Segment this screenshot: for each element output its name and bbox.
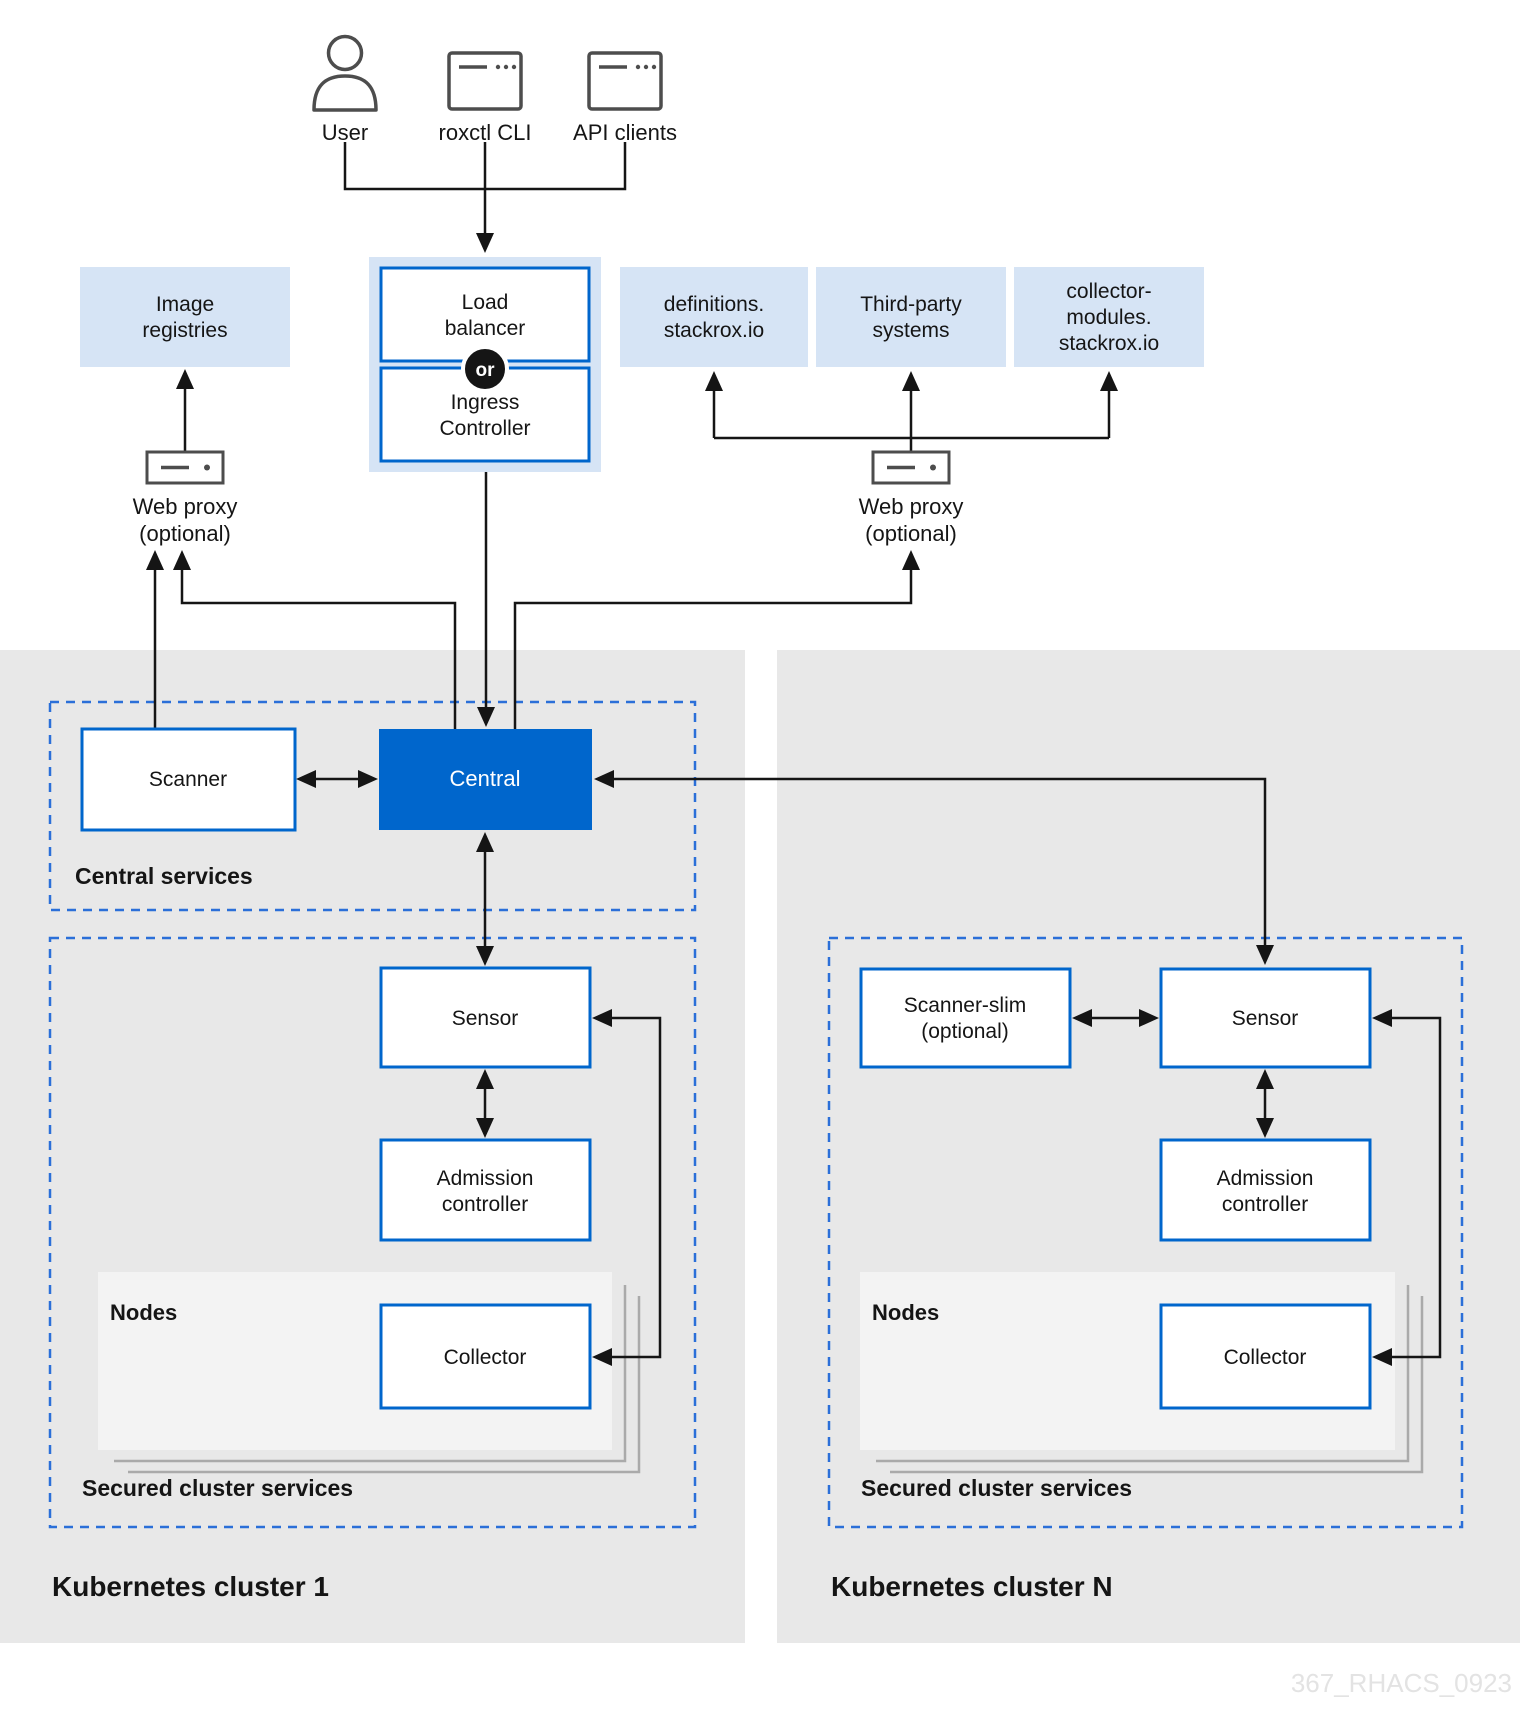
clusterN-title: Kubernetes cluster N [831,1571,1113,1602]
central-services-section-label: Central services [75,863,253,889]
web-proxy-right-optional: (optional) [865,521,957,546]
arrow-collector1-sensor1-loop [592,1009,662,1366]
figure-watermark: 367_RHACS_0923 [1291,1668,1512,1698]
clusterN-collector-box [1159,1303,1372,1410]
web-proxy-left-label: Web proxy [133,494,238,519]
third-party-systems-label-l1: Third-party [860,293,962,316]
roxctl-cli-icon [447,51,523,111]
web-proxy-right-connector [714,436,1109,452]
central-label: Central [450,766,521,791]
load-balancer-label-l1: Load [462,291,509,314]
clusterN-nodes-stack-line-2 [890,1296,1424,1474]
clusterN-sensor-label: Sensor [1232,1007,1299,1030]
image-registries-label-l1: Image [156,293,214,316]
third-party-systems-label-l2: systems [872,319,949,342]
arrow-collectorN-sensorN-loop [1372,1009,1442,1366]
definitions-stackrox-label-l1: definitions. [664,293,764,316]
image-registries-box [80,267,290,367]
web-proxy-left-icon [145,450,225,485]
or-badge-label: or [476,360,496,381]
clusterN-scanner-slim-box [859,967,1072,1069]
cluster1-secured-services-label: Secured cluster services [82,1475,353,1501]
cluster1-nodes-stack-line-1 [114,1285,627,1463]
arrow-central-to-web-proxy-left [173,550,457,729]
clusterN-secured-services-border [827,936,1464,1529]
clusterN-nodes-stack-line-1 [876,1285,1410,1463]
collector-modules-label-l1: collector- [1066,280,1151,303]
third-party-systems-box [816,267,1006,367]
cluster1-title: Kubernetes cluster 1 [52,1571,329,1602]
cluster1-admission-label-l1: Admission [437,1167,534,1190]
image-registries-label-l2: registries [142,319,227,342]
definitions-stackrox-box [620,267,808,367]
central-services-border [48,700,697,912]
clusterN-collector-label: Collector [1224,1346,1307,1369]
cluster1-nodes-stack-line-2 [128,1296,641,1474]
ingress-controller-label-l2: Controller [439,417,530,440]
ingress-controller-label-l1: Ingress [451,391,520,414]
web-proxy-right-label: Web proxy [859,494,964,519]
or-badge [461,345,509,393]
cluster1-sensor-box [379,966,592,1069]
cluster1-sensor-label: Sensor [452,1007,519,1030]
user-label: User [322,120,368,145]
web-proxy-left-optional: (optional) [139,521,231,546]
cluster1-collector-label: Collector [444,1346,527,1369]
clusterN-admission-label-l1: Admission [1217,1167,1314,1190]
roxctl-cli-label: roxctl CLI [439,120,532,145]
clusterN-sensor-box [1159,967,1372,1069]
arrow-central-sensorN [594,770,1274,965]
central-box [379,729,592,830]
api-clients-label: API clients [573,120,677,145]
clusterN-admission-controller-box [1159,1138,1372,1242]
collector-modules-label-l2: modules. [1066,306,1151,329]
cluster1-admission-label-l2: controller [442,1193,528,1216]
api-clients-icon [587,51,663,111]
clusterN-nodes-label: Nodes [872,1300,939,1325]
definitions-stackrox-label-l2: stackrox.io [664,319,764,342]
collector-modules-label-l3: stackrox.io [1059,332,1159,355]
scanner-label: Scanner [149,768,227,791]
collector-modules-box [1014,267,1204,367]
load-balancer-label-l2: balancer [445,317,526,340]
web-proxy-right-icon [871,450,951,485]
clusterN-scanner-slim-label-l1: Scanner-slim [904,994,1027,1017]
cluster1-nodes-label: Nodes [110,1300,177,1325]
cluster1-collector-box [379,1303,592,1410]
user-icon [312,34,378,112]
scanner-box [80,727,297,832]
cluster1-secured-services-border [48,936,697,1529]
arrow-central-to-web-proxy-right [513,550,920,729]
clusterN-scanner-slim-label-l2: (optional) [921,1020,1009,1043]
cluster1-admission-controller-box [379,1138,592,1242]
clusterN-admission-label-l2: controller [1222,1193,1308,1216]
actors-connector-line [343,142,627,191]
clusterN-secured-services-label: Secured cluster services [861,1475,1132,1501]
